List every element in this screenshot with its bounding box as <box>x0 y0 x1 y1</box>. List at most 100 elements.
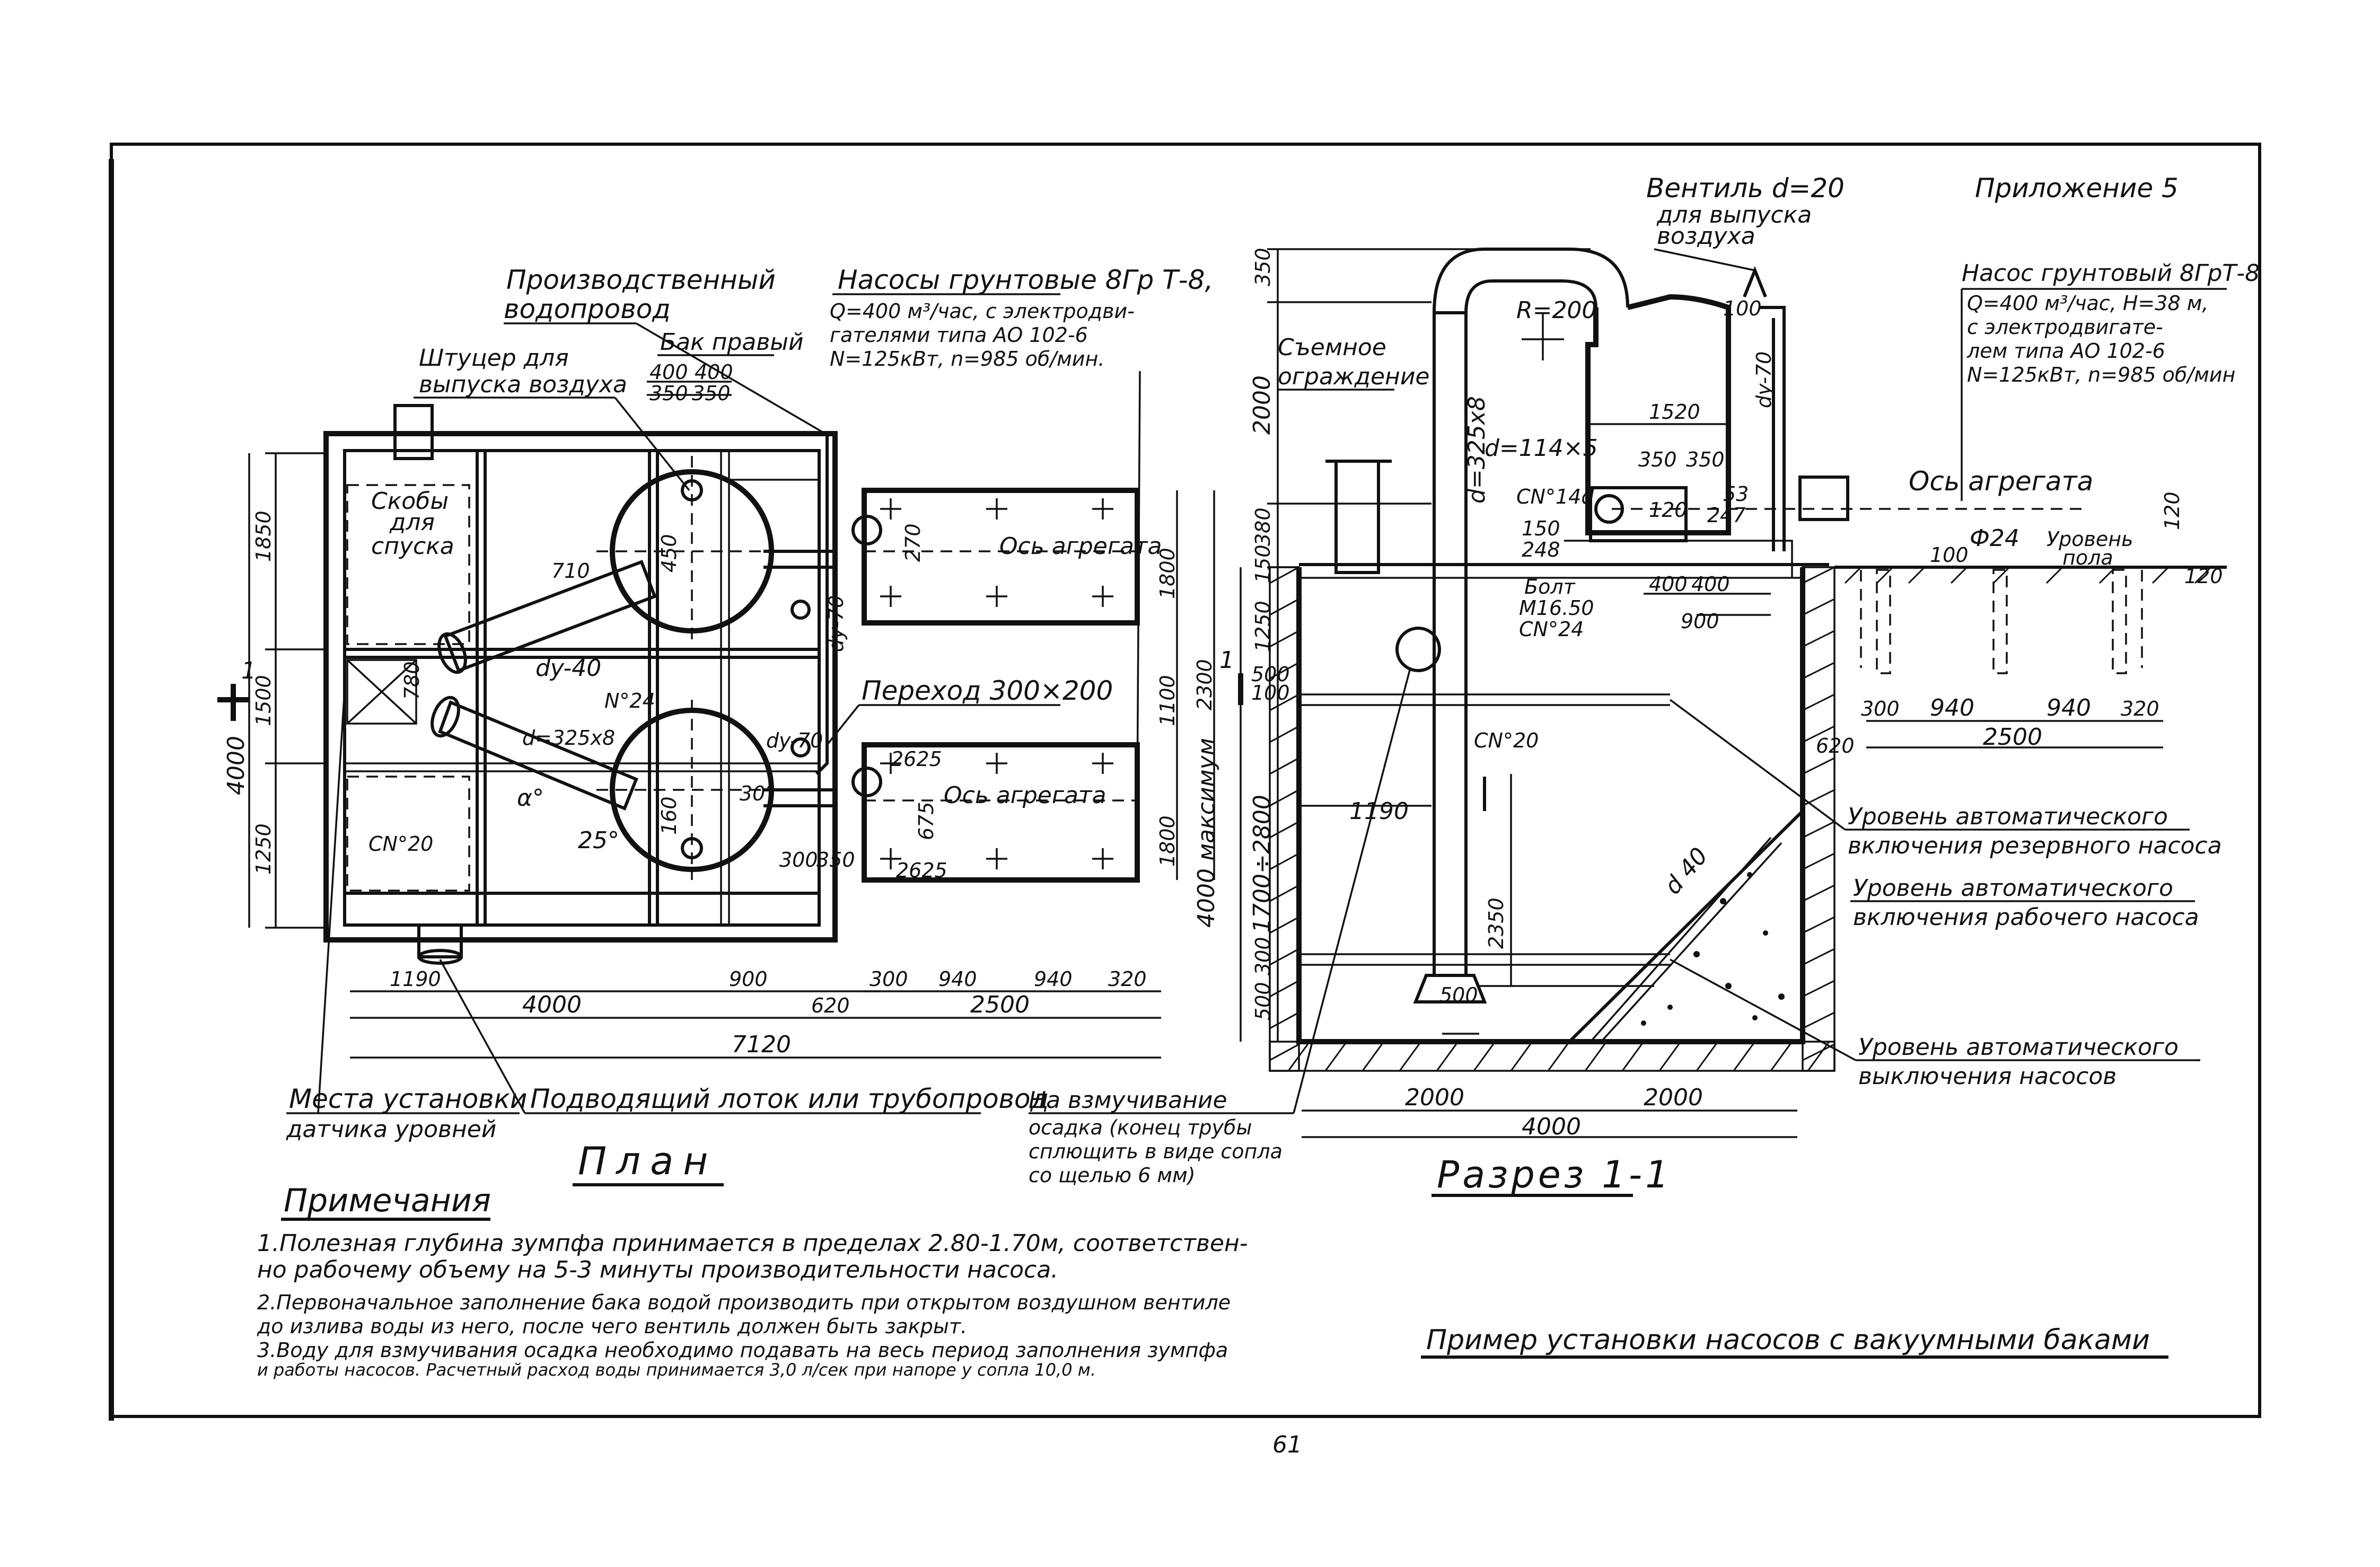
angle-25-label: 25° <box>578 827 619 854</box>
sec-dim-1250: 1250 <box>1251 601 1275 652</box>
agitation-nozzle <box>1395 627 1441 672</box>
air-fitting-label-2: выпуска воздуха <box>419 371 627 398</box>
brackets-label-3: спуска <box>371 533 454 560</box>
vacuum-tank-section <box>1585 294 1731 535</box>
sensor-place-leader <box>317 689 346 1114</box>
concrete-fill <box>1565 807 1804 1043</box>
d40-pipe <box>1589 837 1772 1043</box>
level-off-leader <box>1670 958 1856 1061</box>
sec-dim-2350: 2350 <box>1485 897 1508 949</box>
pumps-label-4: N=125кВт, n=985 об/мин. <box>830 347 1104 371</box>
sec-dim-400-b: 400 <box>1691 573 1730 596</box>
sec-dim-320: 320 <box>2121 697 2159 720</box>
dim-2625: 2625 <box>891 747 942 771</box>
pumps-leader <box>1136 371 1141 796</box>
appendix-label: Приложение 5 <box>1975 173 2179 204</box>
vacuum-bend-inner <box>1464 279 1597 313</box>
level-work-label-1: Уровень автоматического <box>1853 875 2173 902</box>
dim-1250: 1250 <box>252 823 275 875</box>
bolt-label-3: СN°24 <box>1519 618 1584 641</box>
sec-dim-350-b: 350 <box>1686 448 1725 471</box>
sec-dim-500-c: 500 <box>1439 983 1478 1007</box>
dim-2300: 2300 <box>1193 659 1216 710</box>
bolt-label-2: М16.50 <box>1519 596 1594 620</box>
dy40-label: dy-40 <box>535 655 601 682</box>
dim-2625-b: 2625 <box>896 859 947 882</box>
concrete-dots <box>1641 872 1785 1026</box>
angle-30-label: 30° <box>740 782 775 805</box>
suction-bell <box>1413 974 1487 1003</box>
discharge-pipe <box>1760 306 1786 551</box>
agitation-leader <box>1293 667 1411 1114</box>
note-line-4: до излива воды из него, после чего венти… <box>257 1315 967 1338</box>
sec-dim-100-c: 100 <box>1930 543 1969 567</box>
d325-section-label: d=325х8 <box>1463 396 1490 504</box>
valve-label-1: Вентиль d=20 <box>1646 173 1845 204</box>
transition-leader <box>826 704 860 746</box>
section-mark-label-right: 1 <box>1219 647 1234 674</box>
level-reserve-label-2: включения резервного насоса <box>1848 832 2222 859</box>
axis-section-label: Ось агрегата <box>1909 466 2093 497</box>
r200-label: R=200 <box>1516 297 1596 324</box>
dim-2500-plan: 2500 <box>970 991 1030 1018</box>
level-reserve-label-1: Уровень автоматического <box>1848 803 2168 830</box>
d325-label: d=325х8 <box>522 726 615 750</box>
pump-foundation-upper <box>862 488 1140 626</box>
lower-zone <box>346 776 470 892</box>
dim-780: 780 <box>400 661 424 700</box>
dim-350-c: 350 <box>816 848 855 871</box>
sensor-place-label-1: Места установки <box>289 1084 527 1114</box>
pumps-label-2: Q=400 м³/час, с электродви- <box>830 300 1135 323</box>
air-outlet-pipe <box>393 404 434 460</box>
axis2-label: Ось агрегата <box>944 782 1106 809</box>
bolt-label-1: Болт <box>1524 575 1576 598</box>
dim-400-b: 400 <box>695 360 733 384</box>
discharge-flange <box>1798 476 1849 521</box>
pump-label-1: Насос грунтовый 8ГрТ-8 <box>1962 260 2260 287</box>
sec-dim-120: 120 <box>1649 498 1688 522</box>
removable-fence <box>1334 460 1380 574</box>
pumps-label-1: Насосы грунтовые 8Гр Т-8, <box>838 265 1213 295</box>
agitation-label-2: осадка (конец трубы <box>1029 1116 1252 1139</box>
dy70-upper-label: dy-70 <box>824 595 848 652</box>
floor-label-1: Уровень <box>2047 527 2133 551</box>
dim-940-a: 940 <box>938 967 977 991</box>
sec-dim-350-a: 350 <box>1638 448 1677 471</box>
brackets-label-2: для <box>389 509 435 536</box>
plan-view: 1 1 Производственный водопровод Насосы г… <box>217 265 1243 1186</box>
page-number: 61 <box>1272 1431 1302 1458</box>
dim-300-b: 300 <box>779 848 818 871</box>
dim-900: 900 <box>729 967 768 991</box>
pump-label-3: с электродвигате- <box>1967 315 2163 339</box>
agitation-label-3: сплющить в виде сопла <box>1029 1140 1283 1163</box>
dim-320: 320 <box>1108 967 1147 991</box>
air-fitting-leader <box>614 397 690 491</box>
d40-label: d 40 <box>1659 842 1713 900</box>
dim-300: 300 <box>870 967 908 991</box>
dim-1800-a: 1800 <box>1156 548 1179 599</box>
brackets-label-1: Скобы <box>371 488 449 515</box>
dim-1100: 1100 <box>1156 675 1179 726</box>
dim-620: 620 <box>811 994 850 1017</box>
brackets-zone <box>346 484 470 645</box>
tank-right-label: Бак правый <box>660 329 804 356</box>
sec-dim-620: 620 <box>1816 734 1855 758</box>
sensor-pipe <box>1564 540 1793 578</box>
agitation-label-4: со щелью 6 мм) <box>1029 1164 1196 1187</box>
sec-dim-300-h: 300 <box>1861 697 1900 720</box>
foundation-bolts <box>880 498 1113 869</box>
sec-dim-150-b: 150 <box>1522 517 1560 540</box>
valve-label-2: для выпуска <box>1656 201 1812 228</box>
phi24-label: Ф24 <box>1970 525 2019 552</box>
water-main-pipe <box>815 435 829 776</box>
floor-label-2: пола <box>2062 546 2113 569</box>
sec-dim-2000-b: 2000 <box>1644 1084 1703 1111</box>
sec-dim-247: 247 <box>1707 504 1746 527</box>
inlet-label: Подводящий лоток или трубопровод <box>530 1084 1049 1114</box>
valve-lower <box>791 737 811 758</box>
dim-4000-plan-vertical: 4000 <box>223 736 250 795</box>
pipe-710-label: 710 <box>551 559 590 583</box>
water-main-label-1: Производственный <box>506 265 776 295</box>
dy70-lower-label: dy-70 <box>766 729 823 752</box>
